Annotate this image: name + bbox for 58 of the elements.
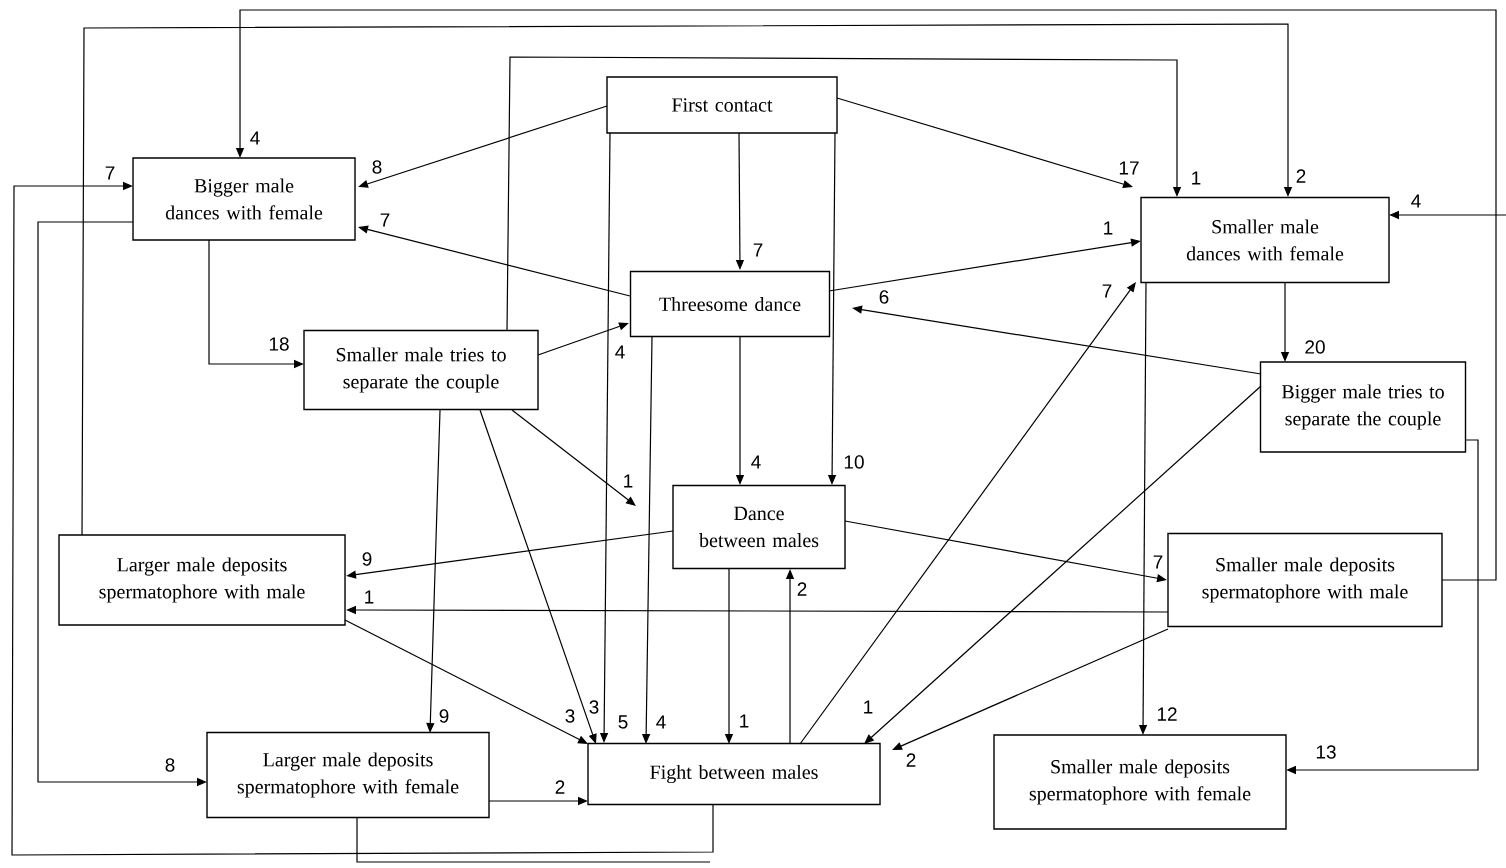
edge-label: 3: [565, 709, 575, 723]
process-box: First contact: [606, 76, 838, 134]
edge-label: 4: [751, 455, 761, 469]
edge-label: 1: [1104, 221, 1113, 235]
arrow: [506, 56, 1182, 332]
process-box: Smaller male deposits spermatophore with male: [1167, 532, 1443, 628]
process-box: Threesome dance: [629, 270, 831, 338]
arrow: [511, 409, 636, 506]
edge-label: 7: [380, 213, 390, 227]
edge-label: 7: [753, 243, 763, 257]
edge-label: 2: [555, 780, 565, 794]
edge-label: 13: [1316, 745, 1336, 759]
arrow: [11, 181, 714, 856]
edge-label: 18: [269, 337, 289, 351]
arrow: [358, 225, 631, 297]
edge-label: 12: [1157, 707, 1177, 721]
arrow: [892, 628, 1169, 750]
process-box: Smaller male tries to separate the couple: [303, 329, 539, 411]
edge-label: 4: [1411, 194, 1421, 208]
process-box: Larger male deposits spermatophore with female: [206, 731, 490, 819]
edge-label: 2: [1296, 169, 1306, 183]
arrow: [479, 409, 597, 744]
edge-label: 7: [1153, 555, 1163, 569]
process-box: Larger male deposits spermatophore with male: [58, 534, 346, 626]
edge-label: 4: [250, 131, 260, 145]
edge-label: 17: [1119, 161, 1139, 175]
process-box: Smaller male deposits spermatophore with female: [993, 734, 1287, 830]
edge-label: 1: [740, 714, 749, 728]
edge-label: 4: [615, 345, 625, 359]
edge-label: 6: [879, 290, 889, 304]
edge-label: 3: [589, 700, 599, 714]
arrow: [358, 105, 608, 188]
arrow: [81, 23, 1293, 536]
edge-label: 1: [1192, 171, 1201, 185]
process-box: Bigger male tries to separate the couple: [1259, 361, 1467, 453]
edge-label: 9: [362, 552, 372, 566]
edge-label: 5: [618, 715, 628, 729]
edge-label: 20: [1305, 340, 1325, 354]
arrow: [864, 385, 1262, 744]
arrow: [344, 619, 588, 744]
edge-label: 7: [1102, 284, 1112, 298]
edge-label: 10: [844, 455, 864, 469]
edge-label: 9: [439, 709, 449, 723]
edge-label: 1: [624, 474, 633, 488]
edge-label: 1: [864, 700, 873, 714]
edge-label: 7: [105, 166, 115, 180]
edge-label: 2: [797, 582, 807, 596]
process-box: Fight between males: [587, 742, 881, 806]
arrow: [799, 282, 1136, 745]
edge-label: 8: [165, 758, 175, 772]
process-box: Bigger male dances with female: [132, 157, 356, 241]
process-box: Dance between males: [672, 484, 846, 570]
arrow: [537, 322, 629, 356]
edge-label: 4: [656, 715, 666, 729]
edge-label: 2: [906, 753, 916, 767]
process-box: Smaller male dances with female: [1140, 196, 1390, 284]
edge-label: 8: [372, 160, 382, 174]
edge-label: 1: [365, 590, 374, 604]
